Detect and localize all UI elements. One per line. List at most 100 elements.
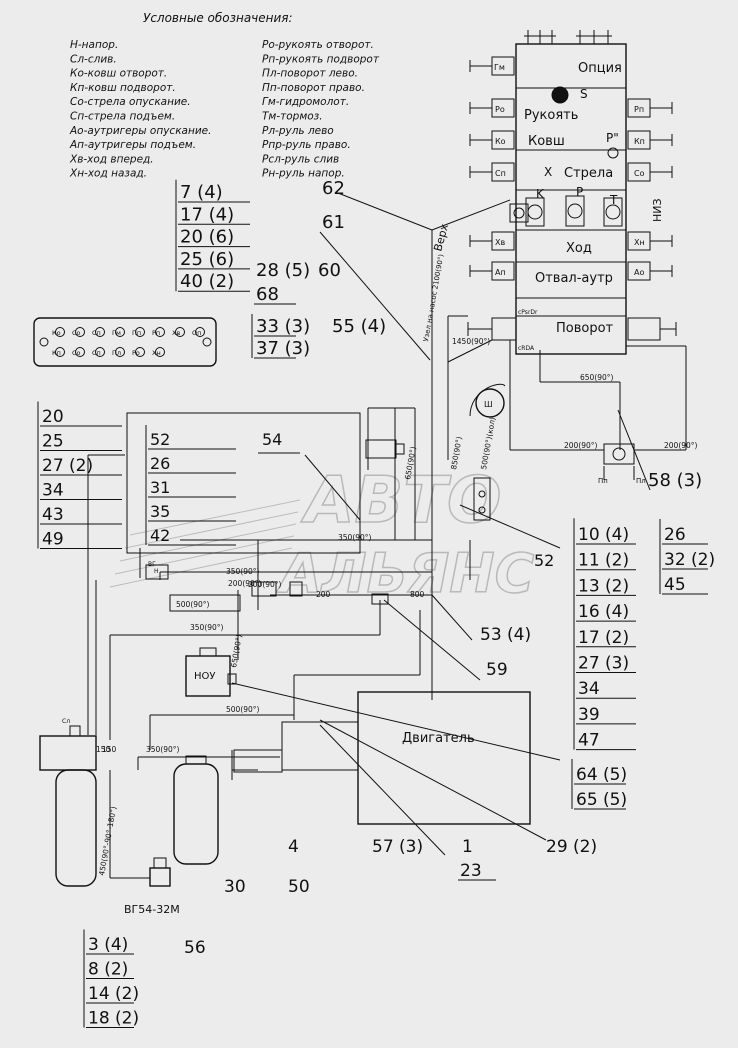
valve-section-travel: Ход xyxy=(566,241,592,256)
part-ref: 17 (2) xyxy=(578,628,629,648)
watermark-line-2: АЛЬЯНС xyxy=(276,542,535,605)
part-ref: 57 (3) xyxy=(372,837,423,857)
valve-letter-s: S xyxy=(580,87,588,101)
part-ref: 11 (2) xyxy=(578,551,629,571)
legend-item: Гм-гидромолот. xyxy=(262,96,349,108)
part-ref: 43 xyxy=(42,505,64,525)
part-ref: 10 (4) xyxy=(578,525,629,545)
watermark-logo xyxy=(109,499,301,588)
panel-port xyxy=(175,327,185,337)
panel-port xyxy=(55,347,65,357)
panel-port xyxy=(115,327,125,337)
legend-item: Ко-ковш отворот. xyxy=(70,68,167,80)
legend-item: Хв-ход вперед. xyxy=(69,153,154,165)
panel-port xyxy=(135,347,145,357)
panel-port-label: Хв xyxy=(172,329,180,337)
legend-item: Пл-поворот лево. xyxy=(262,68,358,80)
part-ref: 28 (5) xyxy=(256,260,310,281)
pipelines xyxy=(87,192,687,879)
valve-section-option: Опция xyxy=(578,61,622,76)
legend-item: Хн-ход назад. xyxy=(69,168,147,180)
panel-port xyxy=(75,347,85,357)
legend-item: Сл-слив. xyxy=(70,53,117,65)
dimension-label: 450(90°-90°-180°) xyxy=(97,806,118,877)
label-pl: Пл xyxy=(636,477,646,485)
watermark: АВТО АЛЬЯНС xyxy=(109,463,535,606)
part-ref: 62 xyxy=(322,178,345,199)
dimension-label: 200(90°) xyxy=(564,441,598,450)
panel-port-label: Кп xyxy=(52,349,61,357)
part-ref: 17 (4) xyxy=(180,204,234,225)
part-ref: 33 (3) xyxy=(256,316,310,337)
dimension-label: 500(90°) xyxy=(176,600,210,609)
panel-port-label: Сп xyxy=(92,349,101,357)
dimension-label: 500(90°) xyxy=(226,705,260,714)
part-ref: 58 (3) xyxy=(648,470,702,491)
part-ref: 27 (3) xyxy=(578,654,629,674)
panel-port-label: Пп xyxy=(132,329,141,337)
part-ref: 20 (6) xyxy=(180,227,234,248)
part-ref: 27 (2) xyxy=(42,456,93,476)
nou-label: НОУ xyxy=(194,671,215,682)
part-ref: 30 xyxy=(224,877,246,897)
part-ref: 50 xyxy=(288,877,310,897)
panel-port xyxy=(155,327,165,337)
dimension-label: 200 xyxy=(316,590,331,599)
valve-letter-k: K xyxy=(536,187,545,201)
panel-port xyxy=(75,327,85,337)
part-ref: 61 xyxy=(322,212,345,233)
watermark-line-1: АВТО xyxy=(300,464,501,538)
part-ref: 35 xyxy=(150,502,170,521)
vg-tag: ВГ xyxy=(148,561,156,568)
valve-section-swing: Поворот xyxy=(556,321,614,336)
part-ref: 64 (5) xyxy=(576,765,627,785)
port-label: Сп xyxy=(495,169,506,178)
panel-port xyxy=(195,327,205,337)
dimension-label: 350(90°) xyxy=(226,567,260,576)
panel-port-label: Со xyxy=(72,329,81,337)
part-ref: 20 xyxy=(42,407,64,427)
valve-letter-p2: P" xyxy=(606,131,619,145)
part-ref: 34 xyxy=(578,679,600,699)
part-ref: 45 xyxy=(664,575,686,595)
port-label: Ап xyxy=(495,268,506,277)
valve-letter-t: T xyxy=(609,193,618,207)
port-label: Ао xyxy=(634,268,644,277)
dimension-label: 200(90°) xyxy=(248,580,282,589)
label-sl: Сл xyxy=(62,718,70,725)
panel-port-label: Оп xyxy=(192,329,201,337)
part-ref: 52 xyxy=(150,430,170,449)
fittings xyxy=(145,439,491,612)
part-ref: 49 xyxy=(42,530,64,550)
valve-code: НИЗ xyxy=(651,198,664,222)
part-ref: 37 (3) xyxy=(256,338,310,359)
part-ref: 26 xyxy=(664,525,686,545)
dimension-label: 800 xyxy=(410,590,425,599)
part-ref: 59 xyxy=(486,660,508,680)
valve-section-bucket: Ковш xyxy=(528,134,565,149)
panel-port-label: Пл xyxy=(112,349,121,357)
dimension-label: 1450(90°) xyxy=(452,337,490,346)
legend-title: Условные обозначения: xyxy=(143,11,293,25)
dimension-label: 350(90°) xyxy=(338,533,372,542)
part-ref: 29 (2) xyxy=(546,837,597,857)
panel-port-label: Хн xyxy=(152,349,161,357)
part-ref: 18 (2) xyxy=(88,1009,139,1029)
part-ref: 54 xyxy=(262,430,282,449)
panel-port xyxy=(135,327,145,337)
swing-valve: Пл Пл xyxy=(598,447,646,485)
legend-item: Н-напор. xyxy=(70,39,118,51)
pump-label: Ш xyxy=(484,400,493,409)
part-ref: 42 xyxy=(150,526,170,545)
valve-letter-x: X xyxy=(544,165,552,179)
part-ref: 31 xyxy=(150,478,170,497)
part-ref: 25 xyxy=(42,432,64,452)
hydraulic-tank: Сл xyxy=(39,718,97,887)
panel-port xyxy=(55,327,65,337)
dimension-label: 150 xyxy=(96,745,111,754)
part-ref: 40 (2) xyxy=(180,271,234,292)
legend-item: Рп-рукоять подворот xyxy=(262,53,380,65)
legend: Условные обозначения: Н-напор. Сл-слив. Ко… xyxy=(69,11,380,180)
